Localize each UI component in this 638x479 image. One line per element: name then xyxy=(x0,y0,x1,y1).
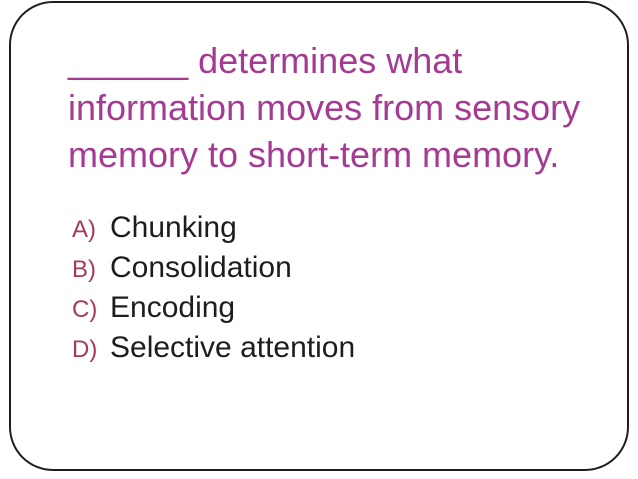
answer-options: A) Chunking B) Consolidation C) Encoding… xyxy=(72,208,355,368)
option-label-b: B) xyxy=(72,256,96,283)
option-row-a: A) Chunking xyxy=(72,208,355,248)
option-label-a: A) xyxy=(72,216,96,243)
option-row-c: C) Encoding xyxy=(72,288,355,328)
question-title: ______ determines what information moves… xyxy=(68,37,608,178)
option-text-a: Chunking xyxy=(110,211,237,244)
option-row-d: D) Selective attention xyxy=(72,328,355,368)
option-text-c: Encoding xyxy=(110,291,236,324)
question-title-line-2: information moves from sensory xyxy=(68,87,581,128)
option-label-d: D) xyxy=(72,336,98,363)
option-label-c: C) xyxy=(72,296,98,323)
question-title-line-3: memory to short-term memory. xyxy=(68,134,560,175)
option-row-b: B) Consolidation xyxy=(72,248,355,288)
slide-border xyxy=(9,1,629,471)
option-text-d: Selective attention xyxy=(110,331,356,364)
question-title-line-1: ______ determines what xyxy=(68,40,463,81)
option-text-b: Consolidation xyxy=(110,251,292,284)
